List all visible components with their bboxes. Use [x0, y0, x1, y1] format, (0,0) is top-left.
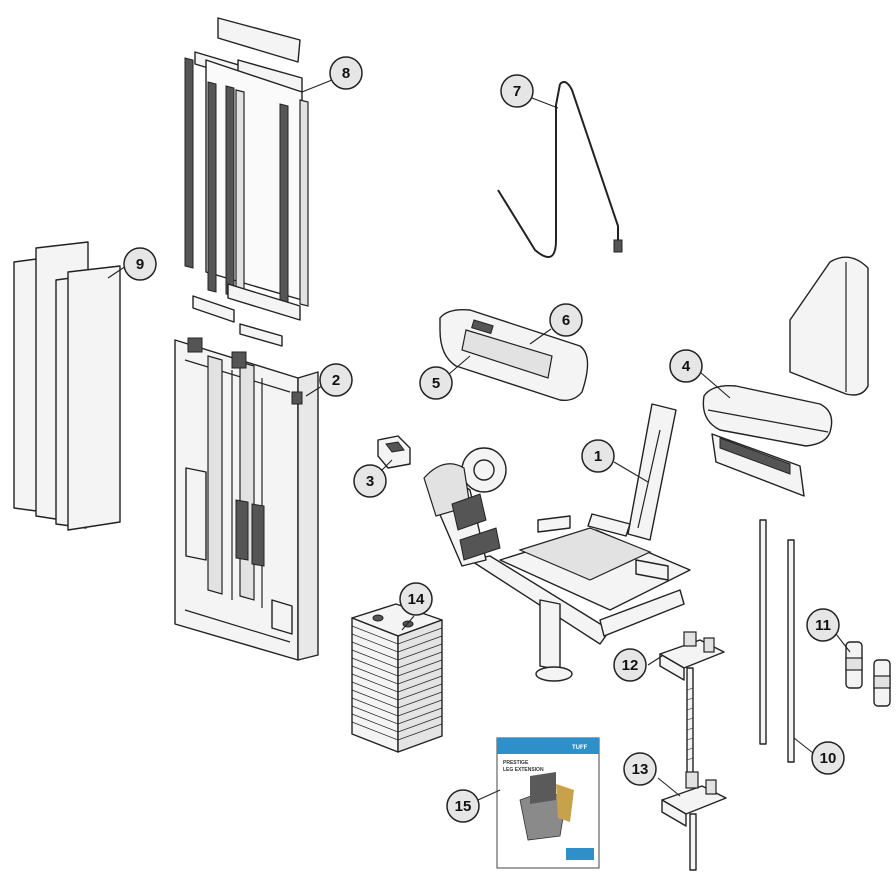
svg-text:5: 5 [432, 375, 440, 392]
svg-text:6: 6 [562, 312, 570, 329]
part-4-seat-back-pad [702, 256, 869, 497]
svg-text:14: 14 [408, 591, 425, 608]
part-15-owners-manual: PRESTIGE LEG EXTENSION TUFF [496, 737, 600, 869]
callout-15: 15 [446, 789, 480, 823]
part-2-weight-stack-frame [174, 337, 319, 661]
callout-3: 3 [353, 464, 387, 498]
part-12-selector-assembly [659, 631, 725, 779]
callout-6: 6 [549, 303, 583, 337]
svg-text:7: 7 [513, 83, 521, 100]
part-10-guide-rods [759, 519, 795, 763]
callout-14: 14 [399, 582, 433, 616]
manual-title-line1: PRESTIGE [503, 760, 529, 766]
callout-7: 7 [500, 74, 534, 108]
part-13-selector-assembly [661, 771, 727, 871]
svg-text:15: 15 [455, 798, 472, 815]
part-8-top-frame [184, 17, 309, 347]
manual-title-line2: LEG EXTENSION [503, 767, 544, 773]
svg-text:2: 2 [332, 372, 340, 389]
part-7-cable [497, 81, 623, 259]
callout-4: 4 [669, 349, 703, 383]
part-1-main-frame [423, 403, 691, 682]
svg-text:3: 3 [366, 473, 374, 490]
svg-text:8: 8 [342, 65, 350, 82]
part-5-6-console [439, 308, 589, 402]
callout-9: 9 [123, 247, 157, 281]
svg-text:9: 9 [136, 256, 144, 273]
callout-5: 5 [419, 366, 453, 400]
svg-text:10: 10 [820, 750, 837, 767]
svg-text:4: 4 [682, 358, 691, 375]
svg-text:1: 1 [594, 448, 602, 465]
callout-8: 8 [329, 56, 363, 90]
svg-text:12: 12 [622, 657, 639, 674]
svg-text:13: 13 [632, 761, 649, 778]
part-9-side-shrouds [13, 241, 121, 531]
part-3-bracket [377, 435, 411, 469]
svg-text:11: 11 [815, 617, 831, 634]
part-11-rollers [845, 641, 891, 707]
callout-12: 12 [613, 648, 647, 682]
callout-13: 13 [623, 752, 657, 786]
part-14-weight-stack [351, 603, 443, 753]
leader-lines [107, 79, 851, 801]
manual-brand: TUFF [572, 745, 588, 751]
callout-1: 1 [581, 439, 615, 473]
callout-2: 2 [319, 363, 353, 397]
callout-10: 10 [811, 741, 845, 775]
callout-11: 11 [806, 608, 840, 642]
